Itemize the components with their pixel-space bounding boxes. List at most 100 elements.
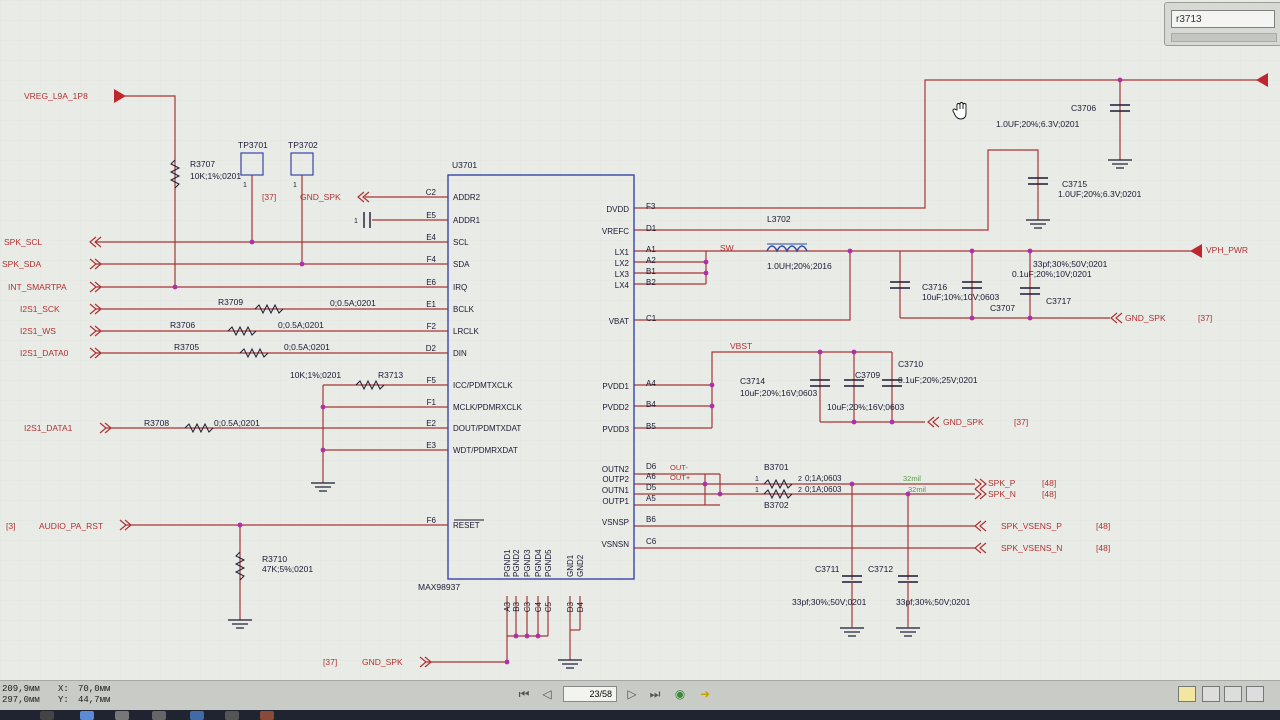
next-page-icon[interactable]: ▷ bbox=[627, 687, 637, 701]
taskbar-app-icon[interactable] bbox=[115, 711, 129, 720]
search-input[interactable] bbox=[1171, 10, 1275, 28]
test-point-tp3702 bbox=[290, 152, 314, 176]
pin-name-dout-pdmtxdat: DOUT/PDMTXDAT bbox=[453, 424, 521, 433]
forward-view-icon[interactable]: ➜ bbox=[699, 687, 711, 701]
c3707-ref: C3707 bbox=[990, 303, 1015, 313]
net-i2s-sck: I2S1_SCK bbox=[20, 304, 60, 314]
schematic-canvas[interactable]: C2ADDR2E5ADDR1E4SCLF4SDAE6IRQE1BCLKF2LRC… bbox=[0, 0, 1280, 680]
pin-number-b2: B2 bbox=[646, 278, 656, 287]
junction-nodes bbox=[172, 77, 1123, 665]
c3716-value: 10uF;10%;10V;0603 bbox=[922, 292, 999, 302]
net-sw: SW bbox=[720, 243, 734, 253]
pin-name-vbat: VBAT bbox=[609, 317, 629, 326]
pin-number-f6: F6 bbox=[427, 516, 437, 525]
c3715-value: 1.0UF;20%;6.3V;0201 bbox=[1058, 189, 1142, 199]
r3708-ref: R3708 bbox=[144, 418, 169, 428]
net-out-minus: OUT- bbox=[670, 463, 688, 472]
pin-name-pvdd1: PVDD1 bbox=[602, 382, 629, 391]
pin-name-pgnd2: PGND2 bbox=[512, 549, 521, 577]
taskbar-app4-icon[interactable] bbox=[225, 711, 239, 720]
net-spk-n: SPK_N bbox=[988, 489, 1016, 499]
c3709-value: 10uF;20%;16V;0603 bbox=[827, 402, 904, 412]
pin-name-pgnd1: PGND1 bbox=[503, 549, 512, 577]
trace-width-p: 32mil bbox=[903, 474, 921, 483]
b3702-ref: B3702 bbox=[764, 500, 789, 510]
ref-gnd-bottom: [37] bbox=[323, 657, 337, 667]
pin-number-f1: F1 bbox=[427, 398, 437, 407]
two-page-icon[interactable] bbox=[1224, 686, 1242, 702]
net-vreg: VREG_L9A_1P8 bbox=[24, 91, 88, 101]
pin-name-dvdd: DVDD bbox=[606, 205, 629, 214]
pin-number-e1: E1 bbox=[426, 300, 436, 309]
net-spk-scl: SPK_SCL bbox=[4, 237, 43, 247]
pin-number-d3: D3 bbox=[566, 601, 575, 612]
pin-number-e2: E2 bbox=[426, 419, 436, 428]
taskbar-app3-icon[interactable] bbox=[190, 711, 204, 720]
ground-wires bbox=[851, 582, 909, 628]
net-vsens-n: SPK_VSENS_N bbox=[1001, 543, 1062, 553]
prev-page-icon[interactable]: ◁ bbox=[542, 687, 552, 701]
taskbar-start-icon[interactable] bbox=[40, 711, 54, 720]
ic-part: MAX98937 bbox=[418, 582, 460, 592]
b3702-pin1: 1 bbox=[755, 487, 759, 494]
ref-spk-n: [48] bbox=[1042, 489, 1056, 499]
ic-left-pins: C2ADDR2E5ADDR1E4SCLF4SDAE6IRQE1BCLKF2LRC… bbox=[426, 188, 523, 530]
ref-vsens-p: [48] bbox=[1096, 521, 1110, 531]
c3714-ref: C3714 bbox=[740, 376, 765, 386]
pin-number-a3: A3 bbox=[503, 601, 512, 611]
r3709-value: 0;0.5A;0201 bbox=[330, 298, 376, 308]
r3705-ref: R3705 bbox=[174, 342, 199, 352]
pin-name-wdt-pdmrxdat: WDT/PDMRXDAT bbox=[453, 446, 518, 455]
pin-number-d6: D6 bbox=[646, 462, 657, 471]
net-i2s-ws: I2S1_WS bbox=[20, 326, 56, 336]
taskbar-browser-icon[interactable] bbox=[80, 711, 94, 720]
pin-number-a1: A1 bbox=[646, 245, 656, 254]
ref-gnd-right: [37] bbox=[1198, 313, 1212, 323]
pin-number-a6: A6 bbox=[646, 472, 656, 481]
pin-number-a2: A2 bbox=[646, 256, 656, 265]
y-value: 44,7мм bbox=[78, 695, 111, 705]
pin-name-lx4: LX4 bbox=[615, 281, 630, 290]
taskbar-app2-icon[interactable] bbox=[152, 711, 166, 720]
pin-number-b1: B1 bbox=[646, 267, 656, 276]
two-page-continuous-icon[interactable] bbox=[1246, 686, 1264, 702]
pin-number-f2: F2 bbox=[427, 322, 437, 331]
b3702-value: 0;1A;0603 bbox=[805, 485, 842, 494]
single-page-icon[interactable] bbox=[1178, 686, 1196, 702]
pin-number-c5: C5 bbox=[544, 601, 553, 612]
ic-u3701-body[interactable] bbox=[447, 174, 635, 580]
ref-reset: [3] bbox=[6, 521, 15, 531]
port-arrows bbox=[89, 191, 1123, 668]
taskbar-pdf-icon[interactable] bbox=[260, 711, 274, 720]
pin-name-vsnsp: VSNSP bbox=[602, 518, 629, 527]
back-view-icon[interactable]: ◉ bbox=[674, 687, 686, 701]
last-page-icon[interactable]: ⏭ bbox=[649, 686, 661, 701]
r3705-value: 0;0.5A;0201 bbox=[284, 342, 330, 352]
r3710-value: 47K;5%;0201 bbox=[262, 564, 313, 574]
pin-name-bclk: BCLK bbox=[453, 305, 475, 314]
grid-background bbox=[0, 0, 1280, 680]
pin-name-mclk-pdmrxclk: MCLK/PDMRXCLK bbox=[453, 403, 523, 412]
c3712-value: 33pf;30%;50V;0201 bbox=[896, 597, 971, 607]
r3713-ref: R3713 bbox=[378, 370, 403, 380]
c3706-value: 1.0UF;20%;6.3V;0201 bbox=[996, 119, 1080, 129]
c3717-value: 33pf;30%;50V;0201 bbox=[1033, 259, 1108, 269]
first-page-icon[interactable]: ⏮ bbox=[518, 686, 530, 701]
pin-name-addr2: ADDR2 bbox=[453, 193, 481, 202]
net-vbst: VBST bbox=[730, 341, 752, 351]
search-scroll-track[interactable] bbox=[1171, 33, 1277, 42]
pin-number-a4: A4 bbox=[646, 379, 656, 388]
net-i2s-data1: I2S1_DATA1 bbox=[24, 423, 73, 433]
ref-vsens-n: [48] bbox=[1096, 543, 1110, 553]
pin-name-sda: SDA bbox=[453, 260, 470, 269]
page-width-label: 209,9мм bbox=[2, 684, 40, 694]
net-reset: AUDIO_PA_RST bbox=[39, 521, 103, 531]
r3707-value: 10K;1%;0201 bbox=[190, 171, 241, 181]
ref-spk-p: [48] bbox=[1042, 478, 1056, 488]
r3710-ref: R3710 bbox=[262, 554, 287, 564]
pin-number-c2: C2 bbox=[426, 188, 437, 197]
continuous-page-icon[interactable] bbox=[1202, 686, 1220, 702]
page-number-field[interactable]: 23/58 bbox=[563, 686, 617, 702]
c3707-value: 0.1uF;20%;10V;0201 bbox=[1012, 269, 1092, 279]
pin-number-e4: E4 bbox=[426, 233, 436, 242]
